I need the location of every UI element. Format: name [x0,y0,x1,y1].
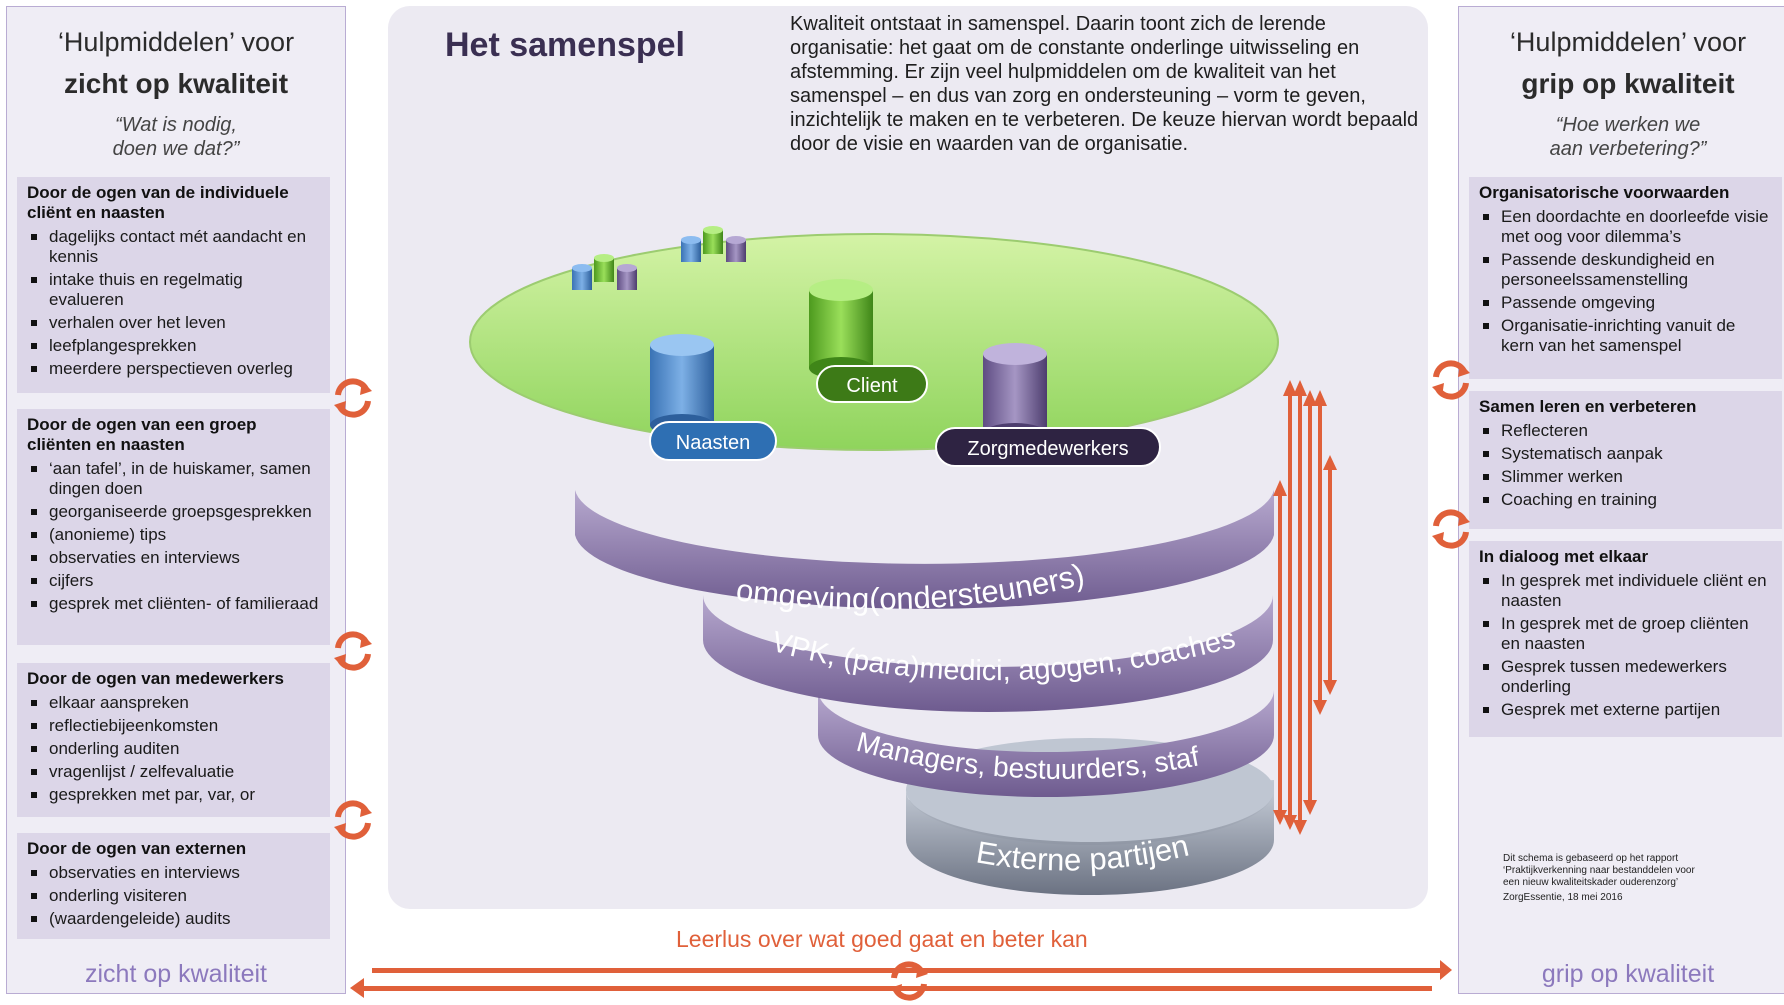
cycle-icon [1432,509,1470,549]
page-title: Het samenspel [445,26,685,64]
list-item: observaties en interviews [27,548,320,568]
left-quote: “Wat is nodig, doen we dat?” [112,114,240,160]
source-line: een nieuw kwaliteitskader ouderenzorg’ [1503,877,1679,888]
list-item: (waardengeleide) audits [27,909,320,929]
right-column: ‘Hulpmiddelen’ voor grip op kwaliteit “H… [1458,6,1784,994]
list-item: reflectiebijeenkomsten [27,716,320,736]
right-title-line2: grip op kwaliteit [1521,68,1735,99]
list-item: Organisatie-inrichting vanuit de kern va… [1479,316,1772,356]
right-footer: grip op kwaliteit [1541,960,1715,988]
box-heading: Door de ogen van een groep cliënten en n… [27,415,257,454]
list-item: In gesprek met de groep cliënten en naas… [1479,614,1772,654]
list-item: gesprek met cliënten- of familieraad [27,594,320,614]
list-item: onderling visiteren [27,886,320,906]
box-heading: In dialoog met elkaar [1479,547,1649,566]
box-heading: Door de ogen van de individuele cliënt e… [27,183,289,222]
left-box-employees: Door de ogen van medewerkers elkaar aans… [17,663,330,817]
list-item: ‘aan tafel’, in de huiskamer, samen ding… [27,459,320,499]
source-line: ZorgEssentie, 18 mei 2016 [1503,892,1623,903]
list-item: intake thuis en regelmatig evalueren [27,270,320,310]
list-item: verhalen over het leven [27,313,320,333]
left-box-externals: Door de ogen van externen observaties en… [17,833,330,939]
loop-caption: Leerlus over wat goed gaat en beter kan [676,926,1088,952]
right-quote: “Hoe werken we aan verbetering?” [1549,114,1707,160]
list-item: dagelijks contact mét aandacht en kennis [27,227,320,267]
list-item: observaties en interviews [27,863,320,883]
source-note: Dit schema is gebaseerd op het rapport ‘… [1503,853,1733,904]
list-item: leefplangesprekken [27,336,320,356]
cycle-icon [334,378,372,418]
list-item: gesprekken met par, var, or [27,785,320,805]
list-item: Een doordachte en doorleefde visie met o… [1479,207,1772,247]
list-item: georganiseerde groepsgesprekken [27,502,320,522]
left-title-line1: ‘Hulpmiddelen’ voor [57,27,295,57]
list-item: In gesprek met individuele cliënt en naa… [1479,571,1772,611]
cycle-icon [334,800,372,840]
left-footer: zicht op kwaliteit [84,960,268,988]
list-item: meerdere perspectieven overleg [27,359,320,379]
cycle-icon [334,631,372,671]
list-item: Gesprek met externe partijen [1479,700,1772,720]
box-heading: Organisatorische voorwaarden [1479,183,1730,202]
list-item: Slimmer werken [1479,467,1772,487]
box-heading: Door de ogen van medewerkers [27,669,284,688]
right-title-line1: ‘Hulpmiddelen’ voor [1509,27,1747,57]
list-item: Passende omgeving [1479,293,1772,313]
list-item: Passende deskundigheid en personeelssame… [1479,250,1772,290]
list-item: Systematisch aanpak [1479,444,1772,464]
list-item: Coaching en training [1479,490,1772,510]
right-box-learning: Samen leren en verbeteren Reflecteren Sy… [1469,391,1782,529]
list-item: (anonieme) tips [27,525,320,545]
intro-text: Kwaliteit ontstaat in samenspel. Daarin … [790,13,1419,155]
list-item: cijfers [27,571,320,591]
list-item: onderling auditen [27,739,320,759]
left-column: ‘Hulpmiddelen’ voor zicht op kwaliteit “… [6,6,346,994]
box-heading: Samen leren en verbeteren [1479,397,1697,416]
right-box-conditions: Organisatorische voorwaarden Een doordac… [1469,177,1782,379]
source-line: Dit schema is gebaseerd op het rapport [1503,853,1679,864]
left-title-line2: zicht op kwaliteit [63,68,289,99]
list-item: vragenlijst / zelfevaluatie [27,762,320,782]
right-column-title: ‘Hulpmiddelen’ voor grip op kwaliteit [1459,21,1784,105]
cycle-icon [1432,360,1470,400]
list-item: Reflecteren [1479,421,1772,441]
left-box-group: Door de ogen van een groep cliënten en n… [17,409,330,645]
right-box-dialogue: In dialoog met elkaar In gesprek met ind… [1469,541,1782,737]
left-box-individual: Door de ogen van de individuele cliënt e… [17,177,330,393]
source-line: ‘Praktijkverkenning naar bestanddelen vo… [1503,865,1695,876]
box-heading: Door de ogen van externen [27,839,247,858]
left-column-title: ‘Hulpmiddelen’ voor zicht op kwaliteit [7,21,345,105]
cycle-icon [890,961,928,1001]
list-item: Gesprek tussen medewerkers onderling [1479,657,1772,697]
list-item: elkaar aanspreken [27,693,320,713]
